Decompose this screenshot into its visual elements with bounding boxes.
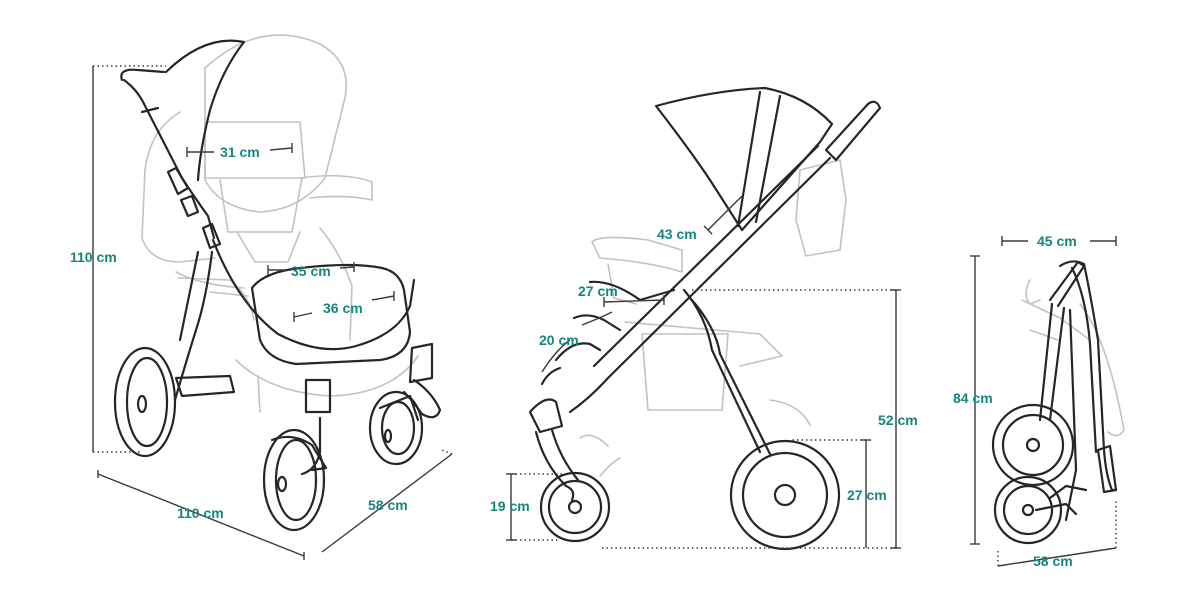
- seat-height-label: 52 cm: [878, 412, 918, 428]
- front-wheel-label: 19 cm: [490, 498, 530, 514]
- front-length-label: 110 cm: [177, 505, 224, 521]
- seat-depth-label: 35 cm: [291, 263, 331, 279]
- footrest-width-label: 36 cm: [323, 300, 363, 316]
- stroller-front-view-icon: [113, 34, 442, 532]
- seat-width-label: 31 cm: [220, 144, 260, 160]
- front-width-label: 58 cm: [368, 497, 408, 513]
- folded-length-label: 58 cm: [1033, 553, 1073, 569]
- folded-height-label: 84 cm: [953, 390, 993, 406]
- backrest-height-label: 43 cm: [657, 226, 697, 242]
- front-height-label: 110 cm: [70, 249, 117, 265]
- seat-length-label: 27 cm: [578, 283, 618, 299]
- dimension-lines: [92, 65, 1117, 567]
- stroller-side-view-icon: [528, 86, 882, 551]
- folded-width-label: 45 cm: [1037, 233, 1077, 249]
- dimension-labels: 110 cm 110 cm 58 cm 31 cm 35 cm 36 cm 43…: [70, 144, 1077, 569]
- rear-wheel-label: 27 cm: [847, 487, 887, 503]
- stroller-folded-view-icon: [991, 260, 1125, 545]
- footrest-length-label: 20 cm: [539, 332, 579, 348]
